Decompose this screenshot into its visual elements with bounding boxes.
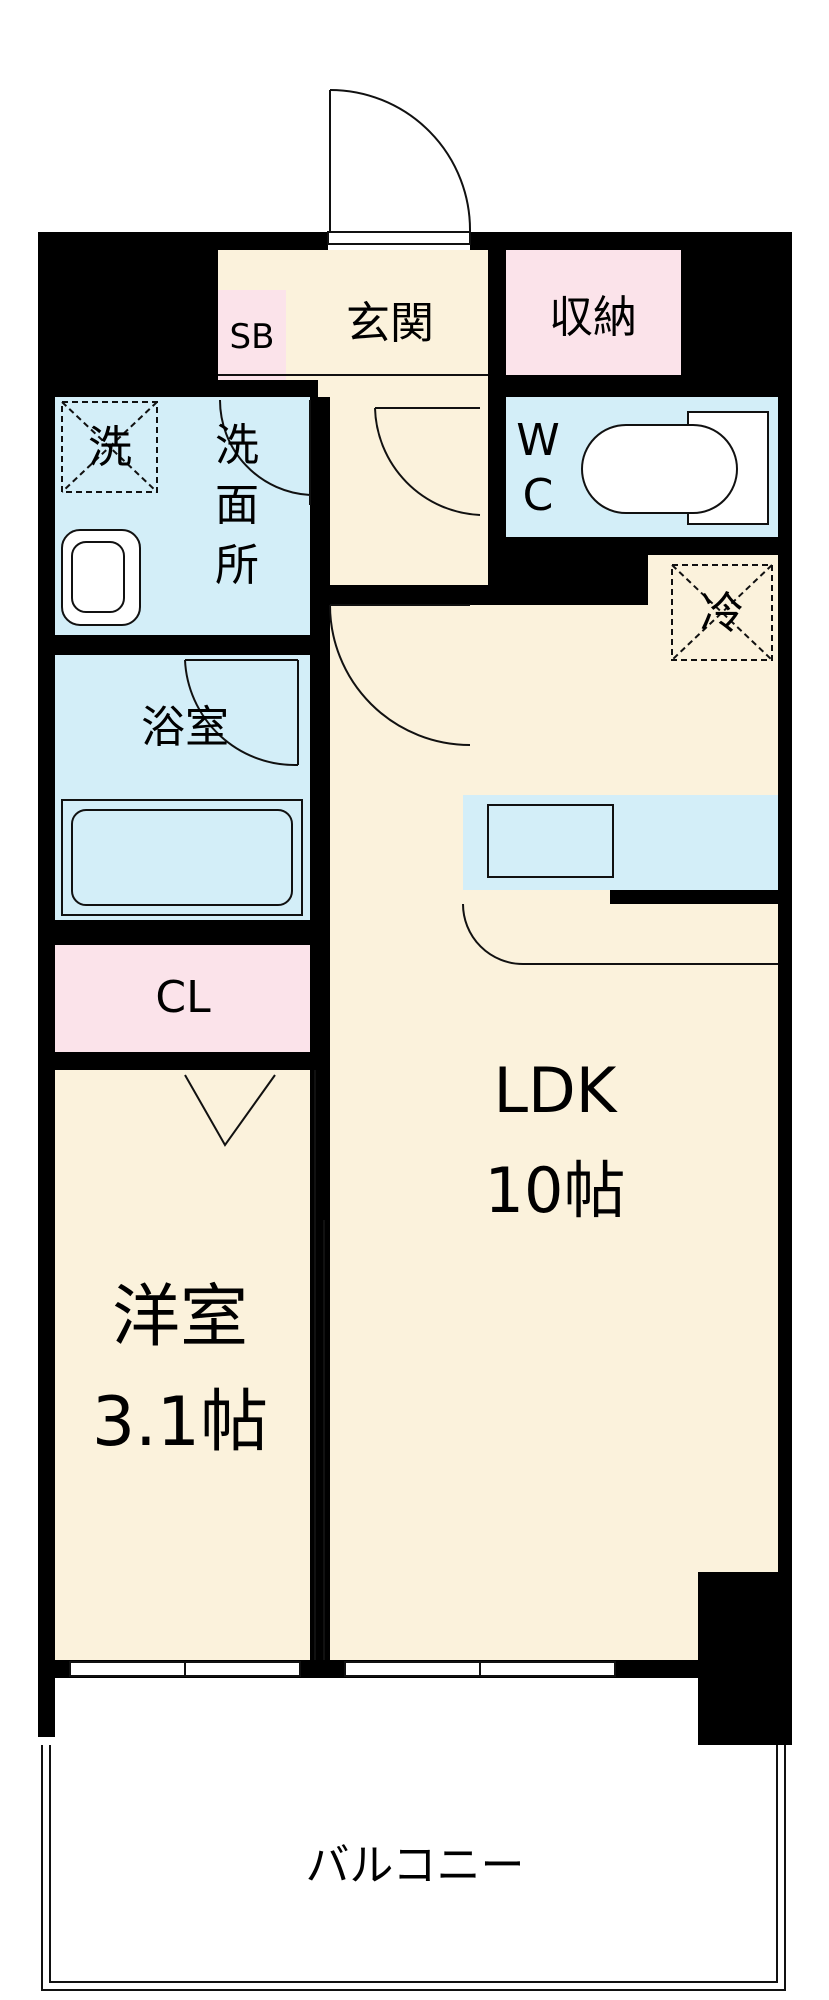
fridge-diag-1 xyxy=(671,564,773,661)
bathroom-door-swing xyxy=(184,659,299,767)
label-bathroom: 浴室 xyxy=(141,702,229,753)
closet-door xyxy=(184,1074,276,1147)
toilet-bowl xyxy=(581,424,738,514)
wall-bath-top xyxy=(55,635,310,655)
wall-storage-left xyxy=(488,250,506,380)
label-closet: CL xyxy=(155,972,211,1023)
wash-basin-bowl xyxy=(71,541,125,613)
wall-fridge-top xyxy=(648,537,778,555)
fridge-diag-2 xyxy=(671,564,773,661)
bathtub xyxy=(61,799,303,916)
label-storage: 収納 xyxy=(549,292,637,343)
bathtub-inner xyxy=(71,809,293,906)
wall-right-top xyxy=(681,232,792,397)
washer-box xyxy=(61,401,158,493)
label-toilet-c: C xyxy=(523,470,554,521)
western-room-floor xyxy=(55,1070,313,1660)
kitchen-counter-edge xyxy=(610,890,778,904)
front-door-swing xyxy=(329,89,472,233)
label-washroom-2: 面 xyxy=(215,480,259,531)
label-shoe-box: SB xyxy=(230,317,275,357)
washer-diag-2 xyxy=(61,401,158,493)
wash-basin xyxy=(61,529,141,626)
closet-area xyxy=(55,945,310,1052)
label-washroom-3: 所 xyxy=(215,540,259,591)
kitchen-counter-curve xyxy=(462,903,778,965)
wall-bath-bottom xyxy=(55,920,310,945)
fixtures xyxy=(41,89,786,1991)
ldk-floor xyxy=(330,555,778,1660)
storage-area xyxy=(506,250,681,375)
label-toilet-w: W xyxy=(516,415,560,466)
wall-entrance-bottom xyxy=(218,380,318,397)
kitchen-counter xyxy=(463,795,778,890)
label-fridge: 冷 xyxy=(700,588,744,639)
label-western-name: 洋室 xyxy=(112,1278,248,1357)
shoe-box-area xyxy=(218,290,286,380)
wall-top xyxy=(218,232,328,250)
wall-outer-left xyxy=(38,397,55,1737)
wall-washroom-right xyxy=(310,397,330,1672)
label-ldk-size: 10帖 xyxy=(485,1154,626,1227)
label-western-size: 3.1帖 xyxy=(92,1383,268,1462)
fridge-box xyxy=(671,564,773,661)
washroom-door-swing xyxy=(218,399,311,505)
label-ldk-name: LDK xyxy=(494,1054,618,1127)
balcony-rail xyxy=(41,1745,786,1991)
front-door-sill xyxy=(327,231,471,245)
label-washroom-1: 洗 xyxy=(215,420,259,471)
label-entrance: 玄関 xyxy=(346,298,434,349)
wall-storage-bottom xyxy=(488,375,681,397)
wall-hall-bottom xyxy=(330,585,488,605)
wall-closet-bottom xyxy=(55,1052,310,1070)
label-washer: 洗 xyxy=(88,422,132,473)
kitchen-sink xyxy=(487,804,614,878)
wall-toilet-bottom xyxy=(488,537,648,605)
balcony-rail-inner xyxy=(49,1745,778,1983)
wall-outer-right xyxy=(778,397,792,1577)
room-labels: 玄関 SB 収納 洗 洗 面 所 W C 冷 浴室 CL LDK 10帖 洋室 … xyxy=(88,292,744,1891)
hall-door-swing xyxy=(329,604,471,746)
wall-top-left xyxy=(38,232,218,397)
wall-corner-bottom-right xyxy=(698,1572,792,1745)
label-balcony: バルコニー xyxy=(305,1840,524,1891)
toilet-door-swing xyxy=(374,407,481,516)
